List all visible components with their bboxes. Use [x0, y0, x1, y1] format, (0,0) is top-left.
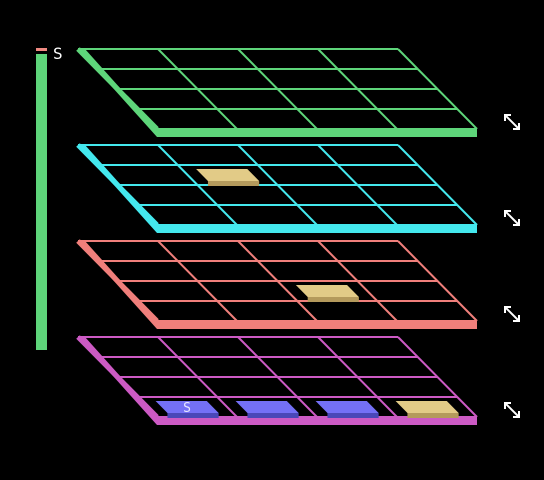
layer-1-grid-col-line	[237, 48, 318, 130]
piece-top	[235, 401, 299, 413]
piece-mark: S	[183, 401, 191, 416]
arrow-head-bottom	[513, 411, 520, 418]
arrow-head-top	[504, 210, 511, 217]
piece-edge	[327, 413, 379, 418]
layer-4-grid-col-line	[397, 336, 478, 418]
layer-4-front-edge	[157, 417, 477, 425]
layer-3-grid-col-line	[397, 240, 478, 322]
layer-2-grid-col-line	[237, 144, 318, 226]
layer-4-piece-blue-1[interactable]: S	[155, 401, 219, 418]
layer-3-grid-col-line	[237, 240, 318, 322]
arrow-head-bottom	[513, 315, 520, 322]
layer-2-grid-col-line	[76, 143, 159, 227]
layer-1-front-edge	[157, 129, 477, 137]
layer-4-piece-tan-4[interactable]	[395, 401, 459, 418]
board-layer-4[interactable]: S	[76, 335, 478, 425]
layer-3-piece-tan-1[interactable]	[295, 285, 359, 302]
piece-edge	[167, 413, 219, 418]
rotate-layer-3-icon[interactable]	[504, 306, 520, 322]
piece-top	[196, 169, 260, 181]
rotate-layer-4-icon[interactable]	[504, 402, 520, 418]
layer-4-piece-blue-2[interactable]	[235, 401, 299, 418]
piece-top	[295, 285, 359, 297]
piece-edge	[207, 181, 260, 186]
piece-edge	[307, 297, 359, 302]
layer-1-grid-col-line	[76, 47, 159, 131]
piece-edge	[407, 413, 459, 418]
arrow-head-top	[504, 306, 511, 313]
arrow-head-bottom	[513, 123, 520, 130]
arrow-shaft	[504, 210, 520, 226]
meter-cap	[36, 48, 47, 51]
layer-4-piece-blue-3[interactable]	[315, 401, 379, 418]
layer-3-front-edge	[157, 321, 477, 329]
rotate-layer-2-icon[interactable]	[504, 210, 520, 226]
layer-1-grid-col-line	[397, 48, 478, 130]
layer-1-grid-col-line	[317, 48, 398, 130]
arrow-head-top	[504, 114, 511, 121]
layer-2-grid-col-line	[317, 144, 398, 226]
board-layer-2[interactable]	[76, 143, 478, 233]
layer-2-grid-col-line	[397, 144, 478, 226]
layer-4-grid-col-line	[317, 336, 398, 418]
arrow-head-top	[504, 402, 511, 409]
layer-4-grid-col-line	[237, 336, 318, 418]
meter-label: S	[53, 44, 63, 63]
layer-3-grid-col-line	[76, 239, 159, 323]
board-layer-3[interactable]	[76, 239, 478, 329]
arrow-shaft	[504, 402, 520, 418]
strength-meter	[36, 48, 47, 351]
layer-3-grid-col-line	[317, 240, 398, 322]
piece-top	[395, 401, 459, 413]
layer-2-grid-col-line	[157, 144, 238, 226]
layer-4-grid-col-line	[76, 335, 159, 419]
piece-top	[315, 401, 379, 413]
layer-3-grid-col-line	[157, 240, 238, 322]
layer-2-front-edge	[157, 225, 477, 233]
piece-edge	[247, 413, 299, 418]
board-layer-1[interactable]	[76, 47, 478, 137]
layer-1-grid-col-line	[157, 48, 238, 130]
arrow-shaft	[504, 114, 520, 130]
arrow-head-bottom	[513, 219, 520, 226]
piece-top	[155, 401, 219, 413]
layer-4-grid-col-line	[157, 336, 238, 418]
arrow-shaft	[504, 306, 520, 322]
meter-fill	[36, 53, 47, 351]
rotate-layer-1-icon[interactable]	[504, 114, 520, 130]
layer-2-piece-tan-1[interactable]	[196, 169, 260, 186]
